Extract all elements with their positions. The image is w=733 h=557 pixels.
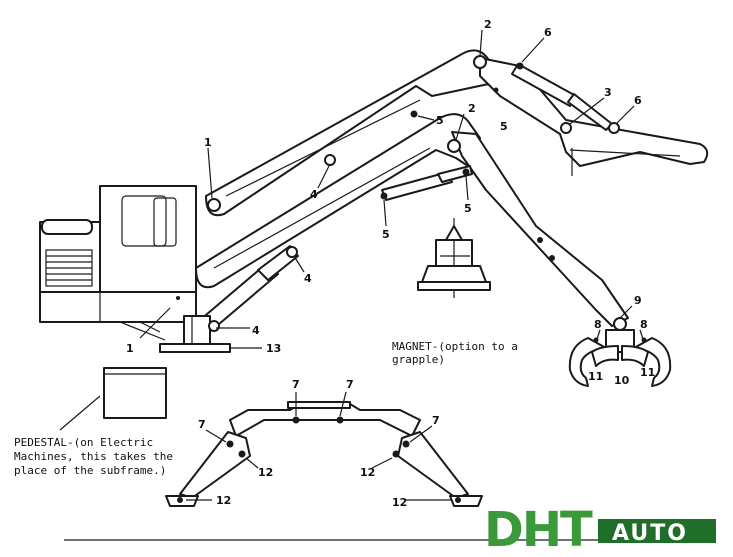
notes: MAGNET-(option to a grapple) PEDESTAL-(o… — [14, 340, 518, 477]
magnet — [417, 218, 491, 298]
label-4-cylinder: 4 — [304, 272, 312, 285]
label-12-foot-right: 12 — [392, 496, 407, 509]
label-12-left: 12 — [258, 466, 273, 479]
pedestal-note-line1: PEDESTAL-(on Electric — [14, 436, 153, 449]
label-6-right: 6 — [634, 94, 642, 107]
label-13: 13 — [266, 342, 281, 355]
subframe — [165, 401, 483, 507]
leader-lines — [139, 29, 645, 501]
label-3: 3 — [604, 86, 612, 99]
logo-bar — [598, 519, 716, 543]
label-1-cab: 1 — [126, 342, 134, 355]
label-10: 10 — [614, 374, 630, 387]
logo-auto-text: AUTO — [612, 521, 688, 546]
label-12-foot-left: 12 — [216, 494, 231, 507]
label-5-left: 5 — [382, 228, 390, 241]
label-5-stick: 5 — [500, 120, 508, 133]
label-1-pin: 1 — [204, 136, 212, 149]
pedestal-note-line2: Machines, this takes the — [14, 450, 173, 463]
label-2-upper: 2 — [484, 18, 492, 31]
label-4-base: 4 — [252, 324, 260, 337]
label-8-right: 8 — [640, 318, 648, 331]
pedestal — [59, 367, 167, 431]
logo-main-text: DHT — [484, 502, 593, 557]
pedestal-note-line3: place of the subframe.) — [14, 464, 166, 477]
label-7-right: 7 — [432, 414, 440, 427]
label-8-left: 8 — [594, 318, 602, 331]
label-2-lower: 2 — [468, 102, 476, 115]
magnet-note-line1: MAGNET-(option to a — [392, 340, 518, 353]
part-labels: 1 1 2 2 3 4 4 4 5 5 5 5 6 6 7 7 7 7 8 8 … — [126, 18, 655, 509]
watermark-logo: DHT AUTO — [484, 502, 716, 557]
label-5-right: 5 — [464, 202, 472, 215]
magnet-note-line2: grapple) — [392, 353, 445, 366]
grapple — [568, 329, 672, 387]
label-4-boom: 4 — [310, 188, 318, 201]
label-5-upper: 5 — [436, 114, 444, 127]
label-11-right: 11 — [640, 366, 655, 379]
label-12-right: 12 — [360, 466, 375, 479]
label-7-right-top: 7 — [346, 378, 354, 391]
label-9: 9 — [634, 294, 642, 307]
machine-cab — [39, 185, 197, 341]
label-6-top: 6 — [544, 26, 552, 39]
label-7-left: 7 — [198, 418, 206, 431]
base-plate — [159, 343, 262, 353]
label-7-left-top: 7 — [292, 378, 300, 391]
lower-boom — [195, 113, 629, 327]
upper-boom — [205, 49, 709, 217]
label-11-left: 11 — [588, 370, 603, 383]
